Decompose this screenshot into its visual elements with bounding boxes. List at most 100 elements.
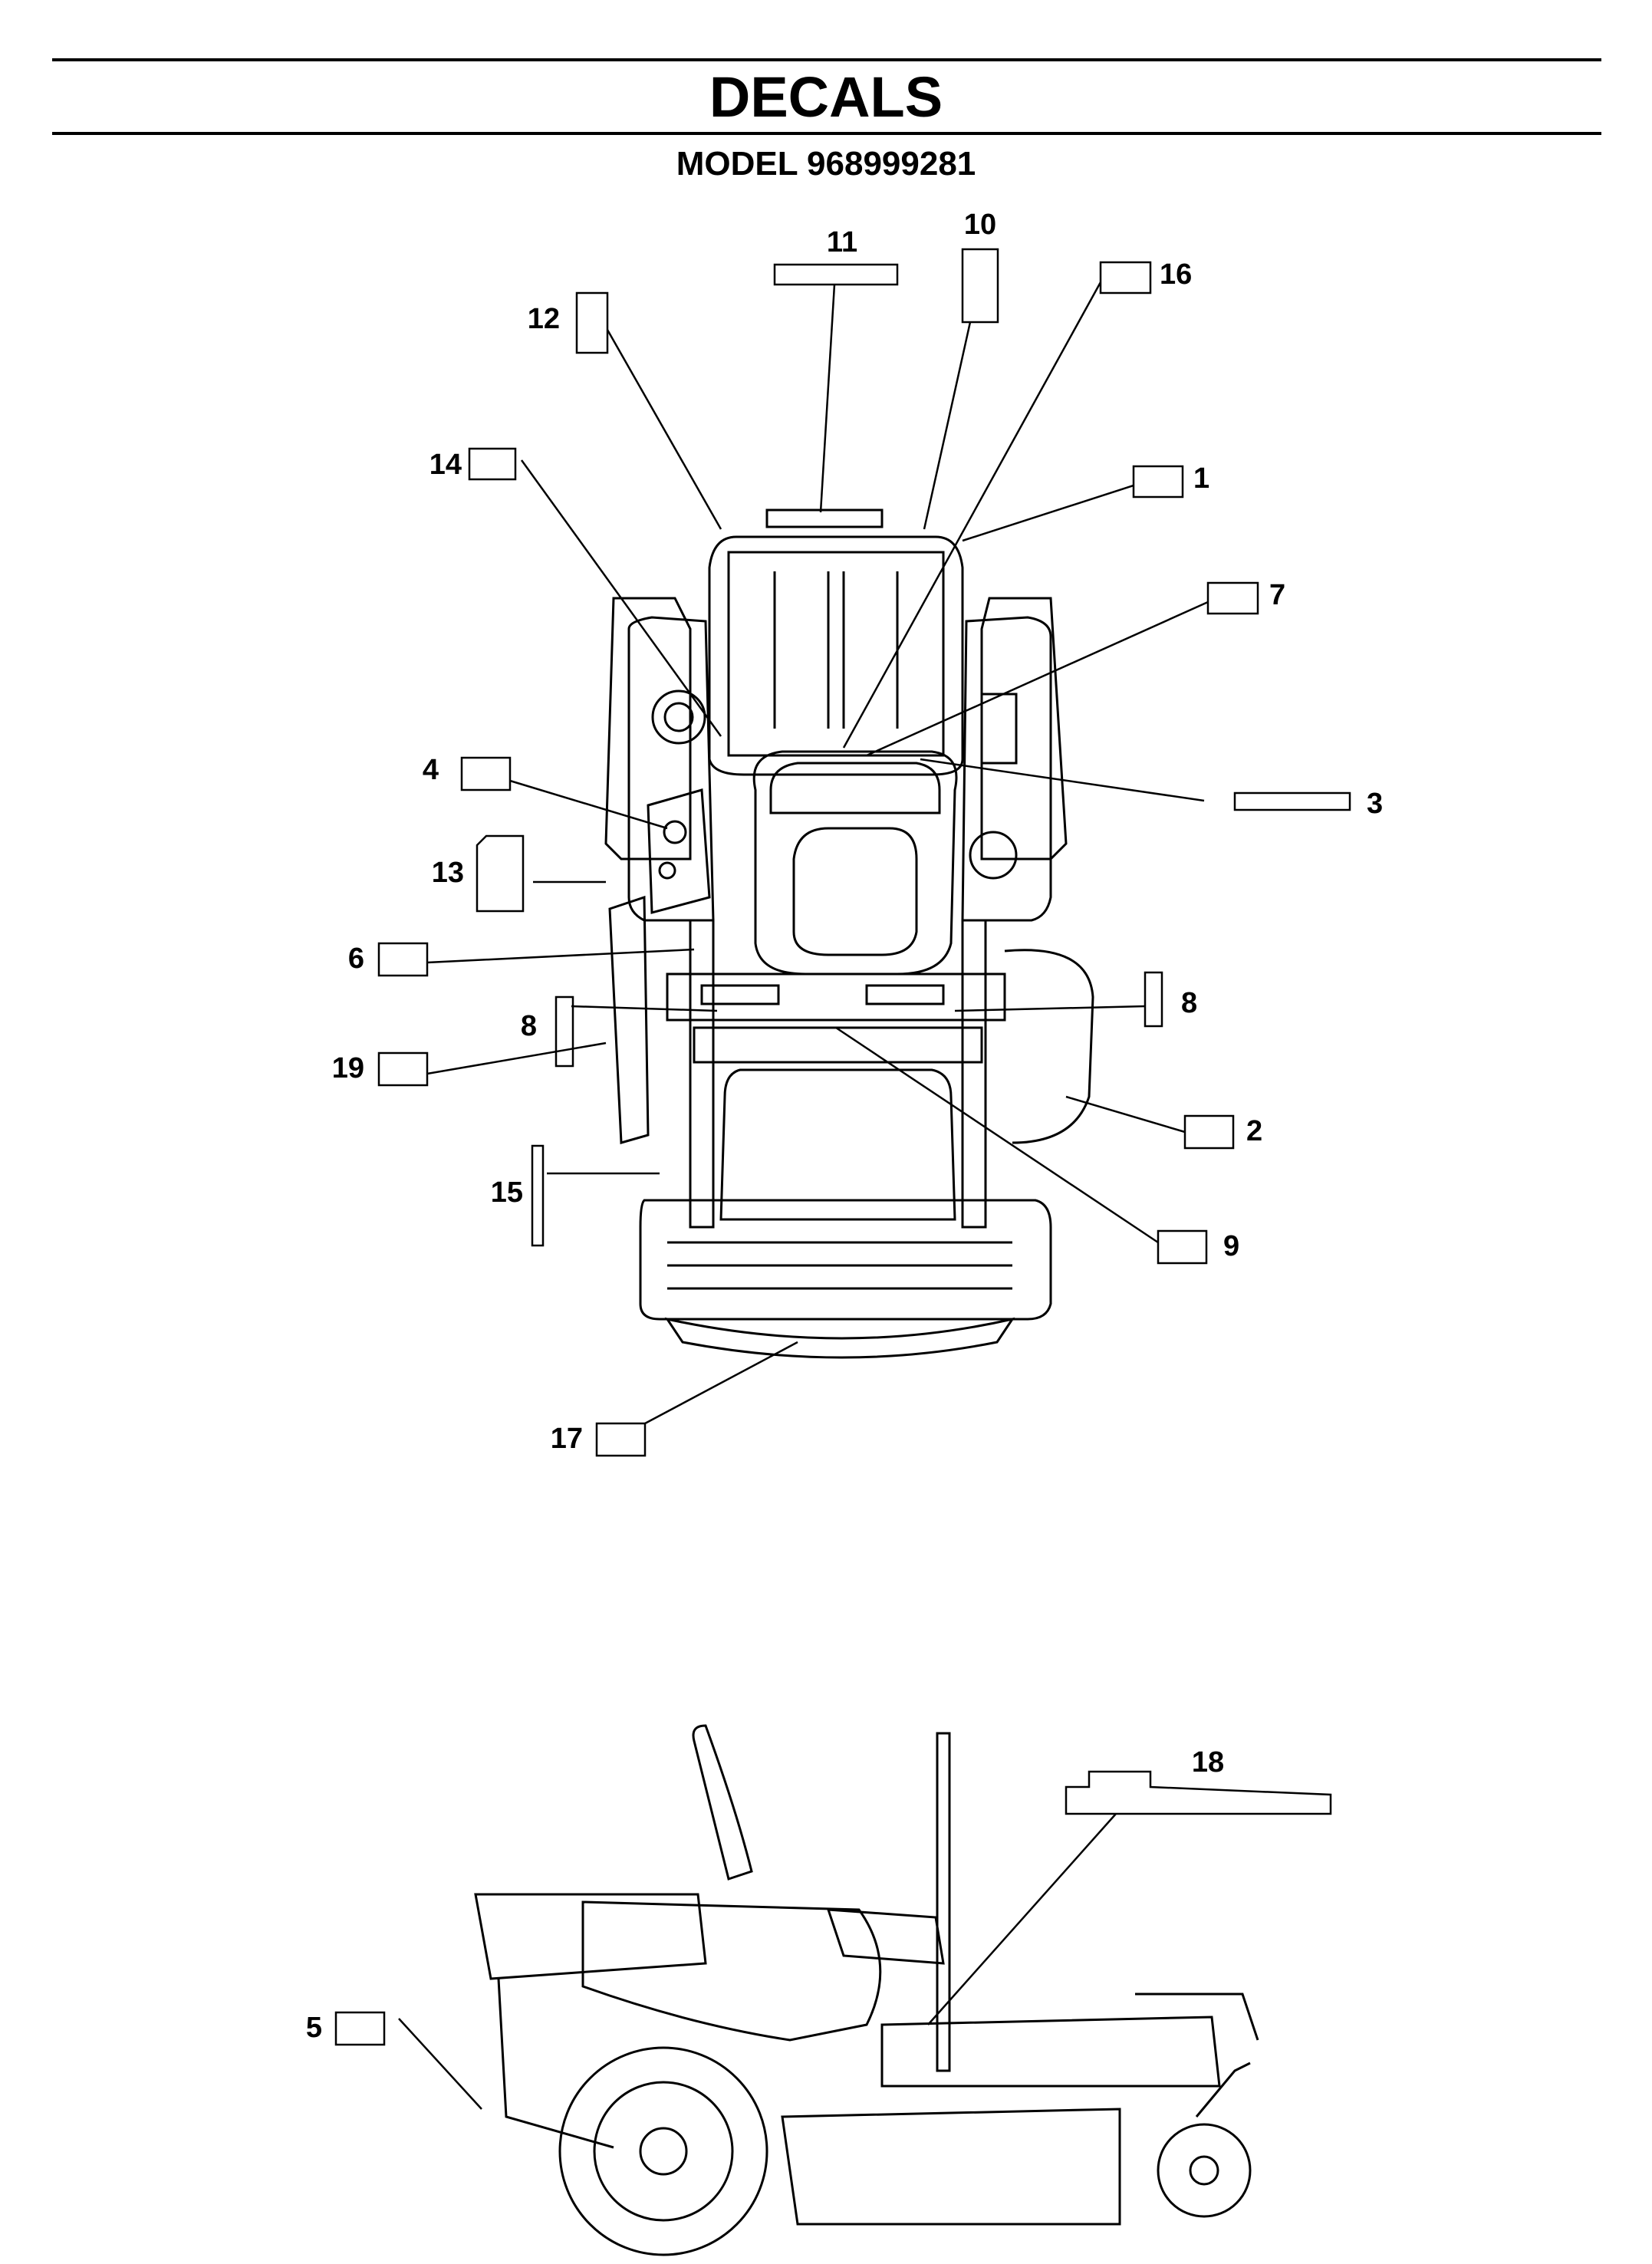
- leader-line-1: [962, 484, 1134, 542]
- side-fender: [581, 1900, 882, 2042]
- discharge-chute: [1004, 949, 1094, 1144]
- decal-marker-13: [476, 834, 525, 913]
- leader-line-14: [520, 459, 722, 737]
- decal-marker-18: [1065, 1770, 1332, 1815]
- left-frame-rail: [689, 919, 715, 1229]
- side-rear-rim: [593, 2081, 734, 2222]
- decal-marker-8b: [1144, 971, 1163, 1028]
- left-lever-grip: [700, 984, 780, 1005]
- fuel-cap-left-inner: [663, 702, 694, 732]
- side-caster-hub: [1189, 2155, 1219, 2186]
- mower-top-view: [604, 508, 1094, 1359]
- ignition-key: [658, 861, 676, 880]
- callout-label-10: 10: [964, 209, 996, 241]
- decal-marker-2: [1183, 1114, 1235, 1150]
- decal-marker-3: [1233, 791, 1351, 811]
- title-underline: [52, 132, 1601, 135]
- decal-marker-7: [1206, 581, 1259, 615]
- leader-line-4: [509, 779, 668, 830]
- side-front-frame: [1135, 1993, 1259, 2041]
- leader-line-8a: [571, 1005, 718, 1012]
- right-lever-grip: [865, 984, 945, 1005]
- callout-label-13: 13: [432, 857, 464, 889]
- leader-line-18: [927, 1813, 1117, 2025]
- side-control-lever: [936, 1732, 951, 2072]
- leader-line-17: [644, 1341, 798, 1425]
- model-number: MODEL 968999281: [676, 145, 976, 183]
- hood-ribs: [773, 571, 899, 729]
- callout-label-1: 1: [1193, 462, 1209, 495]
- decal-marker-5: [334, 2011, 386, 2046]
- decal-markers: [334, 248, 1351, 2046]
- leader-line-9: [835, 1026, 1159, 1244]
- leader-line-2: [1065, 1095, 1186, 1134]
- side-rear-body: [497, 1978, 614, 2149]
- decal-marker-8a: [555, 995, 574, 1068]
- hood-hinge: [765, 508, 884, 528]
- mower-side-view: [474, 1724, 1259, 2256]
- side-seat-back: [692, 1724, 753, 1881]
- leader-line-5: [398, 2018, 482, 2110]
- fuel-cap-left: [651, 689, 706, 745]
- callout-label-17: 17: [551, 1423, 583, 1455]
- callout-label-2: 2: [1246, 1115, 1262, 1147]
- seat-cushion: [792, 827, 918, 956]
- frame-cross-member: [666, 972, 1006, 1022]
- decal-marker-14: [468, 447, 517, 481]
- callout-label-18: 18: [1192, 1746, 1224, 1779]
- decal-marker-11: [773, 263, 899, 286]
- right-fender-panel: [980, 693, 1018, 765]
- leader-line-10: [923, 321, 972, 530]
- frame-bracket: [693, 1026, 983, 1064]
- front-bumper: [664, 1317, 1015, 1359]
- callout-label-16: 16: [1160, 258, 1192, 291]
- leader-line-11: [819, 284, 836, 513]
- callout-label-9: 9: [1223, 1230, 1239, 1262]
- right-rear-tire: [980, 597, 1068, 861]
- deck-side-left: [608, 895, 650, 1144]
- side-frame: [880, 2016, 1221, 2088]
- decal-marker-12: [575, 291, 609, 354]
- left-rear-tire: [604, 597, 692, 861]
- leader-line-6: [426, 948, 695, 964]
- side-seat: [826, 1908, 945, 1965]
- deck-grille: [667, 1241, 1012, 1290]
- side-deck: [781, 2108, 1121, 2226]
- decal-marker-16: [1099, 261, 1152, 295]
- top-rule: [52, 58, 1601, 61]
- left-fender: [627, 616, 715, 922]
- decal-marker-4: [460, 756, 512, 791]
- seat-back: [769, 762, 941, 814]
- fuel-cap-right: [969, 831, 1018, 880]
- callout-label-8a: 8: [521, 1010, 537, 1042]
- leader-line-12: [606, 329, 722, 530]
- callout-label-7: 7: [1269, 579, 1285, 611]
- leader-lines: [398, 281, 1209, 2110]
- leader-line-16: [842, 281, 1102, 749]
- callout-label-14: 14: [429, 449, 462, 481]
- engine-hood: [708, 535, 964, 776]
- callout-label-11: 11: [827, 226, 857, 258]
- mower-deck-front: [639, 1199, 1052, 1321]
- seat: [752, 750, 958, 976]
- leader-line-3: [920, 758, 1205, 802]
- callout-label-4: 4: [423, 754, 439, 786]
- leader-line-7: [866, 601, 1209, 757]
- callout-label-8b: 8: [1181, 987, 1197, 1019]
- decal-marker-15: [531, 1144, 545, 1247]
- callout-label-6: 6: [348, 943, 364, 975]
- throttle-knob: [663, 820, 687, 844]
- leader-line-19: [426, 1042, 607, 1075]
- callout-label-12: 12: [528, 303, 560, 335]
- page-title: DECALS: [709, 65, 943, 129]
- decal-marker-10: [961, 248, 999, 324]
- decal-marker-1: [1132, 465, 1184, 499]
- side-rear-hub: [639, 2127, 688, 2176]
- decal-marker-17: [595, 1422, 647, 1457]
- side-caster-fork: [1195, 2062, 1251, 2118]
- right-fender: [961, 616, 1052, 922]
- callout-label-3: 3: [1367, 788, 1383, 820]
- decal-marker-9: [1157, 1229, 1208, 1265]
